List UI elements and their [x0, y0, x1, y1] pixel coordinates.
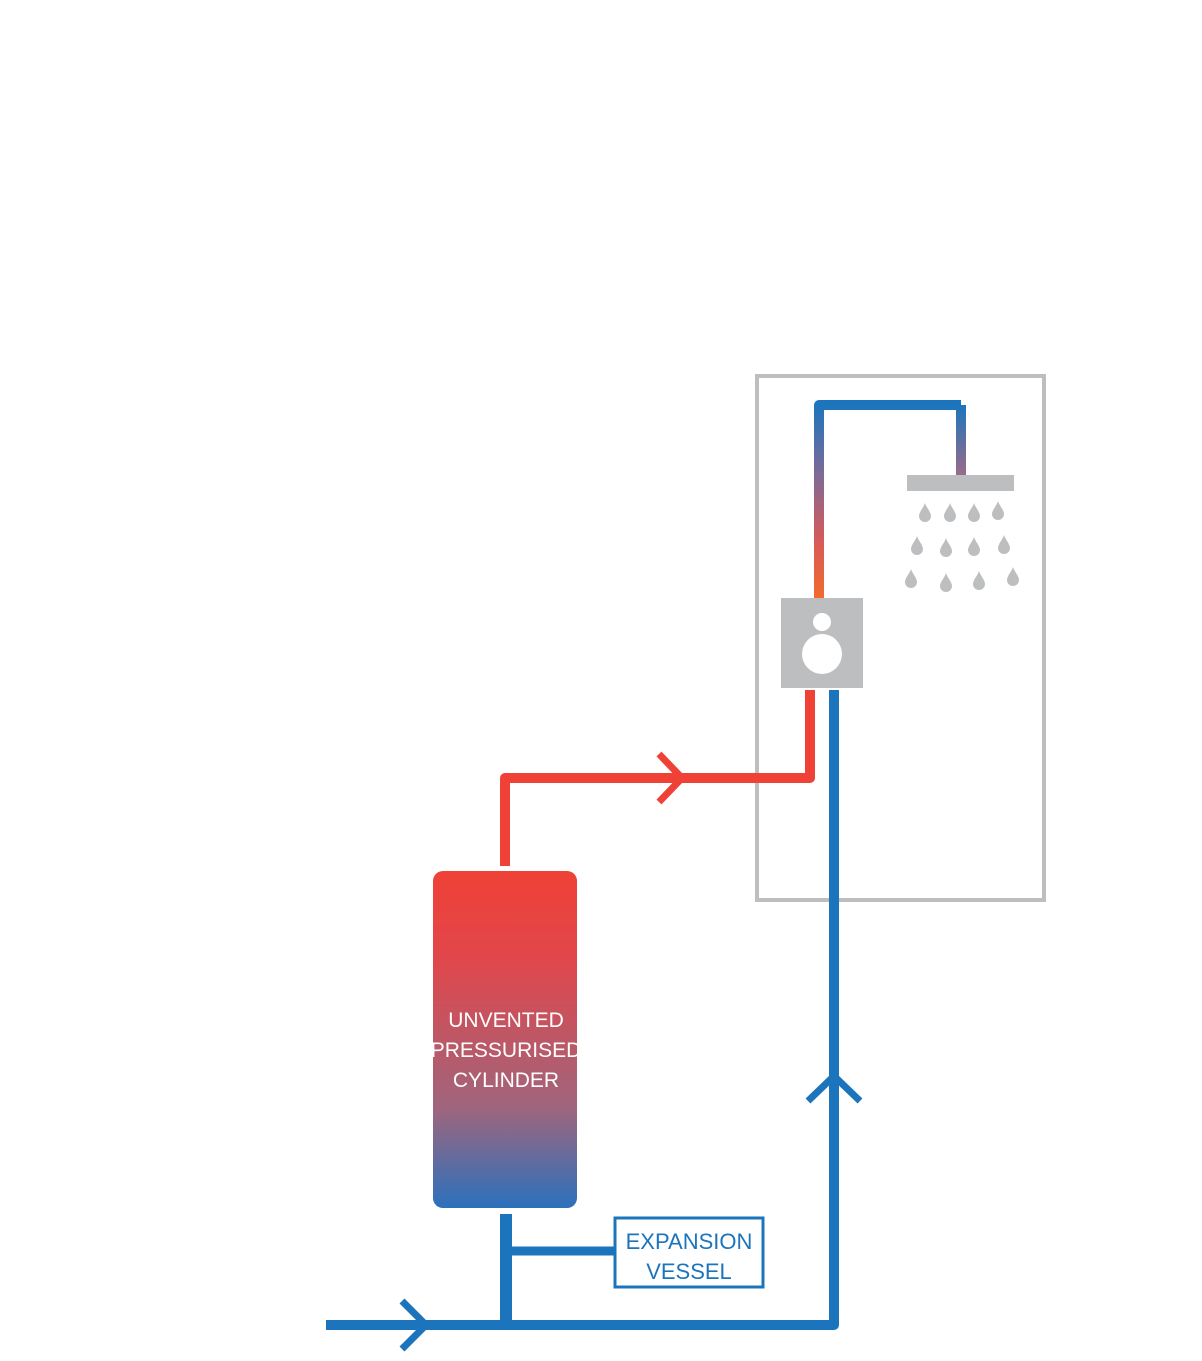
water-drop-icon: [905, 569, 917, 588]
shower-riser-pipe: [814, 400, 961, 598]
water-drops-icon: [905, 501, 1019, 592]
cold-mains-pipe: [326, 690, 839, 1330]
water-drop-icon: [944, 503, 956, 522]
water-drop-icon: [998, 535, 1010, 554]
water-drop-icon: [992, 501, 1004, 520]
water-drop-icon: [1007, 567, 1019, 586]
expansion-vessel: [613, 1216, 765, 1289]
water-drop-icon: [940, 538, 952, 557]
cylinder-label-line1: UNVENTED: [448, 1009, 564, 1032]
unvented-cylinder: [433, 871, 577, 1208]
water-drop-icon: [968, 503, 980, 522]
water-drop-icon: [968, 537, 980, 556]
cold-inlet-arrow-icon: [399, 1298, 431, 1352]
hot-flow-arrow-icon: [656, 751, 687, 805]
water-drop-icon: [940, 573, 952, 592]
cylinder-label-line2: PRESSURISED: [431, 1039, 582, 1062]
water-drop-icon: [911, 536, 923, 555]
shower-head-icon: [907, 475, 1014, 491]
shower-valve-icon: [781, 598, 863, 688]
water-drop-icon: [919, 503, 931, 522]
expansion-vessel-label-line1: EXPANSION: [626, 1229, 753, 1254]
expansion-vessel-label-line2: VESSEL: [646, 1259, 732, 1284]
shower-enclosure: [755, 374, 1046, 902]
water-drop-icon: [973, 571, 985, 590]
cylinder-label-line3: CYLINDER: [453, 1069, 559, 1092]
cold-riser-arrow-icon: [805, 1071, 863, 1104]
hot-water-pipe: [500, 690, 815, 866]
